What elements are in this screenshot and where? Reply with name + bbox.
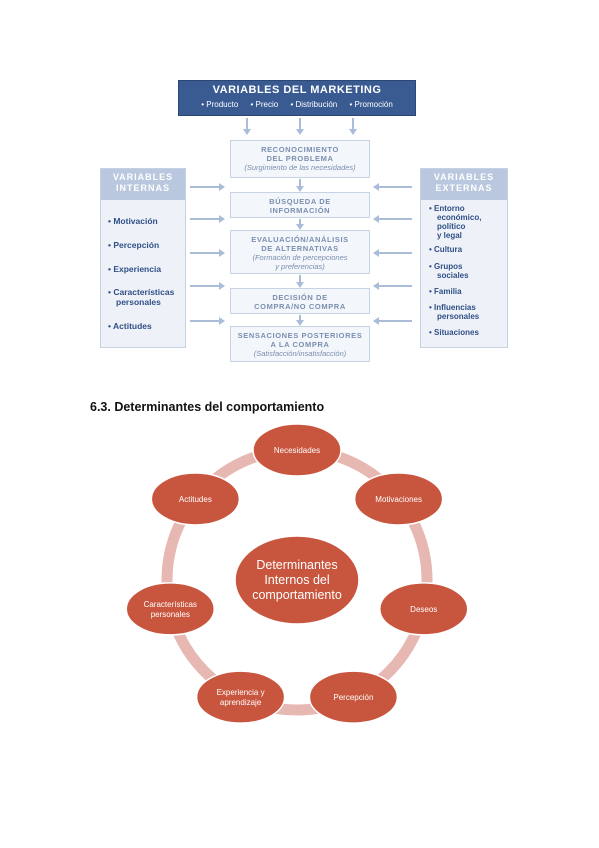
cycle-center-label: Determinantes (256, 558, 337, 572)
arrow-down (296, 315, 304, 326)
arrow-down (296, 219, 304, 230)
marketing-variables-header: VARIABLES DEL MARKETING • Producto • Pre… (178, 80, 416, 116)
cycle-node-label: Deseos (410, 605, 437, 614)
arrow-left (373, 183, 412, 191)
step-purchase-decision: DECISIÓN DE COMPRA/NO COMPRA (230, 288, 370, 314)
step-line: COMPRA/NO COMPRA (254, 302, 346, 311)
step-line: A LA COMPRA (270, 340, 330, 349)
cycle-node (308, 670, 399, 724)
internal-item: • Características (108, 287, 175, 297)
arrow-down (296, 118, 304, 135)
arrow-right (190, 249, 225, 257)
arrow-right (190, 183, 225, 191)
external-title-line: VARIABLES (433, 172, 495, 182)
step-post-purchase: SENSACIONES POSTERIORES A LA COMPRA (Sat… (230, 326, 370, 362)
step-subtitle: (Formación de percepciones (252, 253, 348, 262)
external-item: • Cultura (429, 245, 463, 254)
external-item: personales (437, 312, 480, 321)
cycle-node (353, 472, 444, 526)
step-subtitle: (Satisfacción/insatisfacción) (253, 349, 347, 358)
internal-item: personales (116, 297, 161, 307)
external-item: y legal (437, 231, 462, 240)
arrow-left (373, 282, 412, 290)
internal-item: • Percepción (108, 240, 160, 250)
step-line: RECONOCIMIENTO (261, 145, 339, 154)
cycle-node-label: Actitudes (179, 495, 212, 504)
arrow-down (296, 275, 304, 288)
arrow-right (190, 215, 225, 223)
section-heading: 6.3. Determinantes del comportamiento (90, 400, 325, 414)
step-alternatives-evaluation: EVALUACIÓN/ANÁLISIS DE ALTERNATIVAS (For… (230, 230, 370, 274)
external-item: político (437, 222, 466, 231)
arrow-left (373, 215, 412, 223)
cycle-node-label: aprendizaje (220, 698, 262, 707)
external-variables-panel: VARIABLES EXTERNAS • Entorno económico, … (420, 168, 508, 348)
external-item: sociales (437, 271, 469, 280)
step-subtitle: (Surgimiento de las necesidades) (244, 163, 356, 172)
cycle-node-label: Motivaciones (375, 495, 422, 504)
arrow-left (373, 249, 412, 257)
arrow-left (373, 317, 412, 325)
internal-variables-panel: VARIABLES INTERNAS • Motivación • Percep… (100, 168, 186, 348)
internal-item: • Actitudes (108, 321, 152, 331)
arrow-down (296, 179, 304, 192)
step-line: DE ALTERNATIVAS (261, 244, 339, 253)
external-item: • Grupos (429, 262, 463, 271)
step-line: SENSACIONES POSTERIORES (237, 331, 363, 340)
cycle-center-label: Internos del (264, 573, 329, 587)
cycle-node-label: Necesidades (274, 446, 320, 455)
internal-item: • Motivación (108, 216, 158, 226)
step-problem-recognition: RECONOCIMIENTO DEL PROBLEMA (Surgimiento… (230, 140, 370, 178)
external-item: • Influencias (429, 303, 476, 312)
arrow-down (349, 118, 357, 135)
external-variables-title: VARIABLES EXTERNAS (421, 169, 507, 200)
marketing-variables-list: • Producto • Precio • Distribución • Pro… (179, 100, 415, 109)
cycle-center-label: comportamiento (252, 588, 342, 602)
step-line: INFORMACIÓN (269, 206, 331, 215)
cycle-node-label: Características (144, 600, 197, 609)
step-subtitle: y preferencias) (275, 262, 325, 271)
step-line: DEL PROBLEMA (266, 154, 334, 163)
cycle-node-label: personales (151, 610, 190, 619)
arrow-down (243, 118, 251, 135)
external-item: • Entorno (429, 204, 465, 213)
cycle-node-label: Percepción (333, 693, 373, 702)
marketing-item: • Precio (250, 100, 279, 109)
internal-title-line: VARIABLES (112, 172, 174, 182)
cycle-center-node (234, 535, 360, 625)
external-item: económico, (437, 213, 482, 222)
marketing-item: • Distribución (290, 100, 338, 109)
step-line: BÚSQUEDA DE (269, 197, 331, 206)
external-title-line: EXTERNAS (435, 183, 493, 193)
cycle-node (125, 582, 216, 636)
cycle-node (252, 423, 342, 477)
cycle-node-label: Experiencia y (217, 688, 265, 697)
arrow-right (190, 317, 225, 325)
marketing-item: • Producto (201, 100, 239, 109)
marketing-variables-title: VARIABLES DEL MARKETING (212, 84, 382, 96)
internal-variables-title: VARIABLES INTERNAS (101, 169, 185, 200)
step-line: DECISIÓN DE (272, 293, 328, 302)
cycle-node (150, 472, 241, 526)
step-information-search: BÚSQUEDA DE INFORMACIÓN (230, 192, 370, 218)
internal-item: • Experiencia (108, 264, 162, 274)
cycle-node (195, 670, 286, 724)
internal-title-line: INTERNAS (115, 183, 170, 193)
arrow-right (190, 282, 225, 290)
external-item: • Familia (429, 287, 462, 296)
step-line: EVALUACIÓN/ANÁLISIS (251, 235, 349, 244)
marketing-item: • Promoción (349, 100, 393, 109)
external-item: • Situaciones (429, 328, 479, 337)
cycle-node (378, 582, 469, 636)
